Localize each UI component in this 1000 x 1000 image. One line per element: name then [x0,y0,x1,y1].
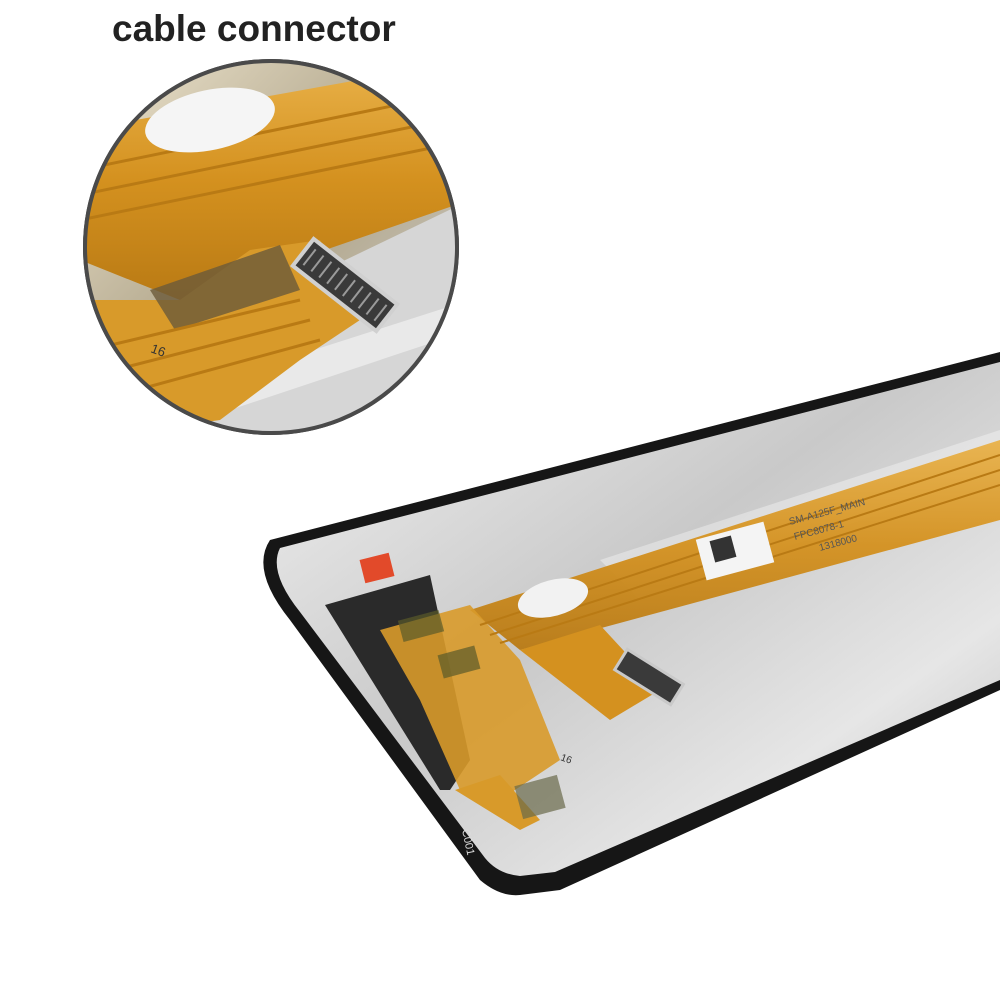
panel-cable-label: 16 [559,752,574,766]
panel-side-code: C001 [459,828,476,856]
zoom-sticker [145,87,275,153]
zoom-label: 16 [149,341,168,360]
round-sticker [517,578,589,618]
lcd-panel [263,352,1000,896]
qr-label [695,521,775,581]
red-tape [359,552,395,584]
zoom-inset: 16 [83,59,459,435]
board-connector [612,647,686,707]
flex-cable [380,440,1000,830]
caption-title: cable connector [112,8,396,49]
